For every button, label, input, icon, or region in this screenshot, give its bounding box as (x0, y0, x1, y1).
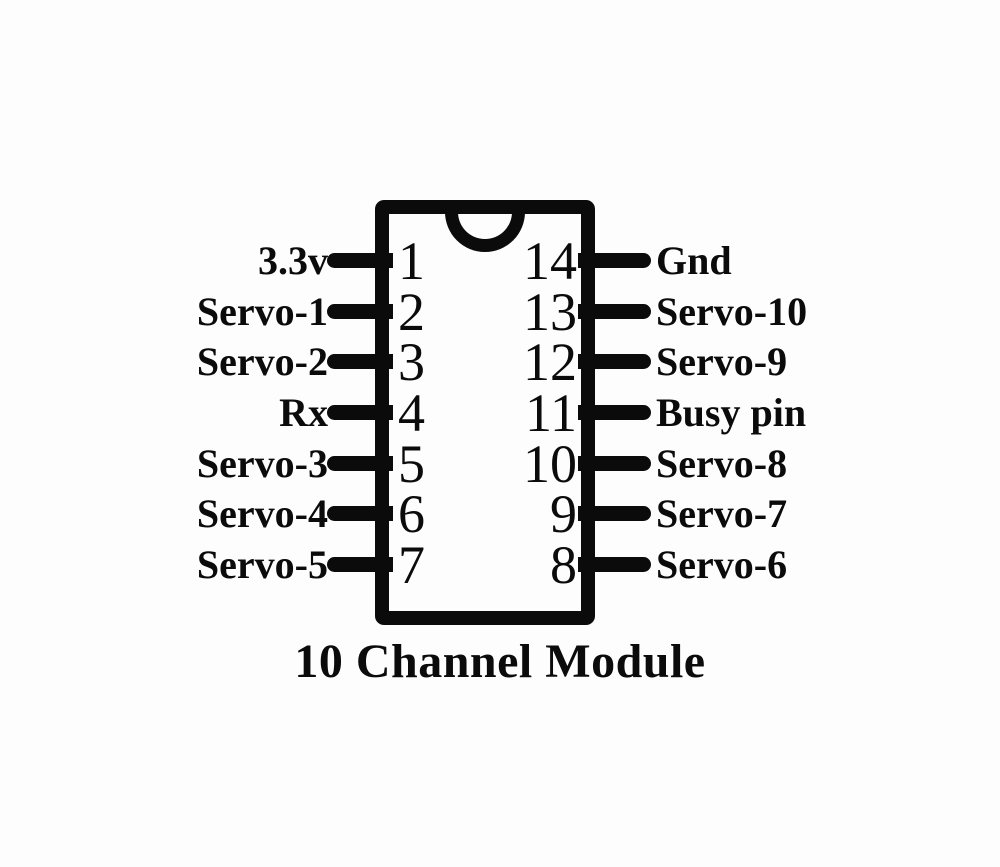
pin-lead-icon (327, 304, 393, 319)
pin-label: Servo-6 (656, 542, 788, 587)
pin-label: Servo-5 (196, 542, 328, 587)
pin-lead-icon (327, 405, 393, 420)
pin-number: 6 (398, 484, 425, 544)
pin-lead-icon (578, 253, 651, 268)
pin-row: 3.3v 1 14 Gnd (0, 231, 1000, 291)
pin-lead-icon (578, 456, 651, 471)
pin-label: Rx (279, 390, 328, 435)
pin-row: Servo-1 2 13 Servo-10 (0, 282, 1000, 342)
pin-row: Servo-4 6 9 Servo-7 (0, 484, 1000, 544)
pin-number: 12 (523, 332, 577, 392)
pin-number: 3 (398, 332, 425, 392)
pin-lead-icon (327, 354, 393, 369)
pin-label: Busy pin (656, 390, 807, 435)
pin-label: Servo-10 (656, 289, 808, 334)
pin-row: Servo-3 5 10 Servo-8 (0, 434, 1000, 494)
pin-lead-icon (578, 506, 651, 521)
pin-lead-icon (327, 253, 393, 268)
pin-label: Servo-8 (656, 441, 788, 486)
pin-number: 11 (525, 383, 577, 443)
pin-number: 9 (550, 484, 577, 544)
pin-number: 4 (398, 383, 425, 443)
pin-number: 8 (550, 535, 577, 595)
pin-lead-icon (578, 354, 651, 369)
pin-number: 10 (523, 434, 577, 494)
pin-lead-icon (327, 557, 393, 572)
diagram-title: 10 Channel Module (294, 635, 706, 688)
pin-label: Servo-7 (656, 491, 788, 536)
pin-label: Servo-2 (196, 339, 328, 384)
pin-row: Servo-5 7 8 Servo-6 (0, 535, 1000, 595)
pin-label: Servo-1 (196, 289, 328, 334)
pin-number: 1 (398, 231, 425, 291)
pin-lead-icon (578, 405, 651, 420)
pin-lead-icon (327, 456, 393, 471)
pin-label: Servo-3 (196, 441, 328, 486)
pin-row: Rx 4 11 Busy pin (0, 383, 1000, 443)
pin-label: Servo-9 (656, 339, 788, 384)
pin-lead-icon (578, 304, 651, 319)
pin-number: 14 (523, 231, 577, 291)
pin-lead-icon (327, 506, 393, 521)
pin-label: Gnd (656, 238, 732, 283)
pin-lead-icon (578, 557, 651, 572)
pin-number: 13 (523, 282, 577, 342)
pin-label: Servo-4 (196, 491, 328, 536)
pin-label: 3.3v (258, 238, 328, 283)
pin-number: 5 (398, 434, 425, 494)
pin-number: 7 (398, 535, 425, 595)
pin-number: 2 (398, 282, 425, 342)
pin-row: Servo-2 3 12 Servo-9 (0, 332, 1000, 392)
